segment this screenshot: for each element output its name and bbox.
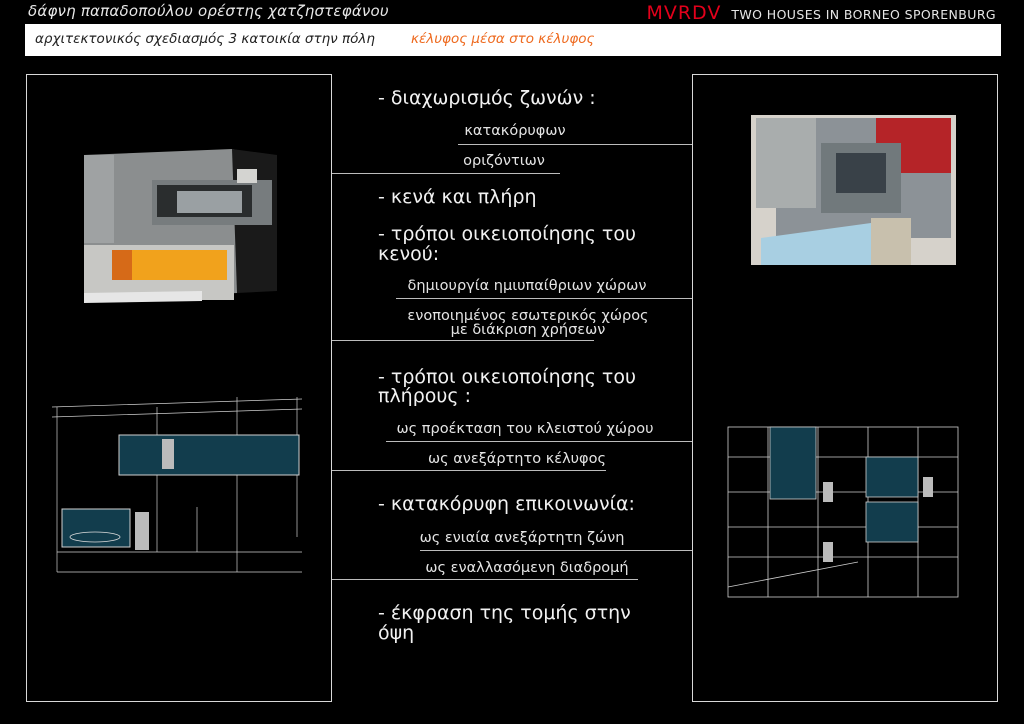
house-model-photo-right: [751, 115, 956, 265]
item-unified-interior: ενοποιημένος εσωτερικός χώρος: [407, 308, 649, 324]
divider: [332, 579, 638, 580]
course-title: αρχιτεκτονικός σχεδιασμός 3 κατοικία στη…: [35, 31, 375, 47]
heading-section-expression-line2: όψη: [378, 622, 415, 644]
plan-drawing-right: [727, 426, 959, 598]
heading-solid-appropriation-line1: - τρόποι οικειοποίησης του: [378, 366, 636, 388]
heading-section-expression-line1: - έκφραση της τομής στην: [378, 602, 631, 624]
authors: δάφνη παπαδοπούλου ορέστης χατζηστεφάνου: [28, 2, 389, 20]
section-drawing-left: [51, 397, 303, 573]
item-semi-outdoor: δημιουργία ημιυπαίθριων χώρων: [407, 278, 647, 294]
heading-solid-appropriation-line2: πλήρους :: [378, 385, 471, 407]
item-alternating-route: ως εναλλασόμενη διαδρομή: [425, 560, 629, 576]
item-independent-shell: ως ανεξάρτητο κέλυφος: [427, 451, 607, 467]
brand: MVRDV TWO HOUSES IN BORNEO SPORENBURG: [646, 2, 996, 24]
item-unified-zone: ως ενιαία ανεξάρτητη ζώνη: [419, 530, 625, 546]
divider: [332, 340, 594, 341]
heading-void-solid: - κενά και πλήρη: [378, 186, 537, 208]
mvrdv-logo: MVRDV: [646, 2, 722, 24]
item-unified-interior-line2: με διάκριση χρήσεων: [450, 322, 606, 338]
divider: [396, 298, 692, 299]
divider: [332, 173, 560, 174]
right-panel: [692, 74, 998, 702]
divider: [420, 550, 692, 551]
item-horizontal: οριζόντιων: [463, 153, 545, 169]
heading-void-appropriation-line2: κενού:: [378, 243, 440, 265]
topic-title: κέλυφος μέσα στο κέλυφος: [411, 31, 595, 47]
divider: [386, 441, 692, 442]
item-vertical: κατακόρυφων: [464, 123, 566, 139]
item-extension: ως προέκταση του κλειστού χώρου: [396, 421, 654, 437]
divider: [332, 470, 606, 471]
heading-vertical-communication: - κατακόρυφη επικοινωνία:: [378, 493, 635, 515]
heading-void-appropriation-line1: - τρόποι οικειοποίησης του: [378, 223, 636, 245]
left-panel: [26, 74, 332, 702]
header-bar: αρχιτεκτονικός σχεδιασμός 3 κατοικία στη…: [25, 24, 1001, 56]
heading-zone-division: - διαχωρισμός ζωνών :: [378, 87, 596, 109]
house-model-photo-left: [84, 149, 277, 303]
divider: [458, 144, 692, 145]
project-title: TWO HOUSES IN BORNEO SPORENBURG: [731, 7, 996, 22]
